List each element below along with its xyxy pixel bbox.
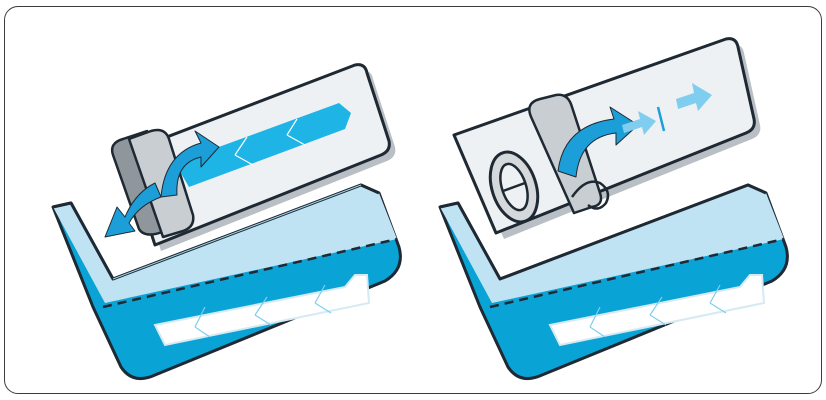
tray (438, 183, 789, 381)
liner-roll (570, 180, 610, 210)
step-2-illustration (438, 37, 789, 381)
tray-inner-outline (112, 184, 362, 280)
figure-frame (4, 6, 822, 394)
tray-upper-band (440, 185, 784, 303)
liner-front (127, 128, 195, 239)
tray-inner-slot (153, 274, 371, 347)
tray-slot-lines (194, 284, 332, 338)
step-1-illustration (51, 63, 402, 381)
tray-dashed-line (489, 237, 785, 309)
tray (51, 183, 402, 381)
peeled-liner (110, 128, 195, 239)
tray-slot-lines (589, 284, 727, 338)
card (123, 63, 396, 251)
tray-inner-slot (548, 274, 766, 347)
card-stripe (175, 103, 351, 187)
panel-step-1 (5, 7, 414, 393)
peel-arrow-lower (104, 182, 162, 238)
tray-dashed-line (102, 237, 398, 309)
card-stripe-lines (234, 118, 306, 166)
panel-step-2 (414, 7, 821, 393)
tray-back-edge (439, 183, 767, 281)
right-arrow-icon (676, 83, 712, 111)
peel-arrow-upper (160, 130, 220, 198)
oval-tab-icon (488, 150, 540, 224)
tray-upper-band (53, 185, 397, 303)
arrow-to-line-icon (622, 106, 666, 135)
